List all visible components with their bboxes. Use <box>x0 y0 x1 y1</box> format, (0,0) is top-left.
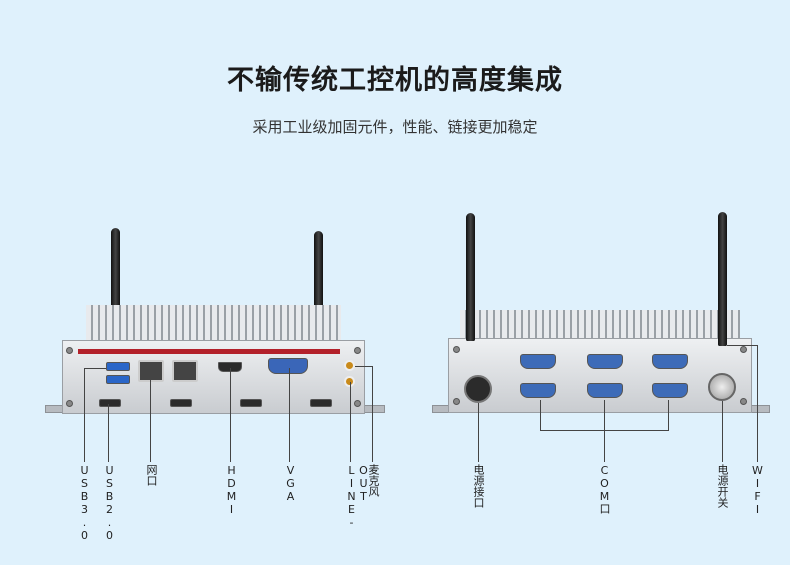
label-vga: VGA <box>284 464 297 503</box>
power-connector <box>464 375 492 403</box>
ethernet-port <box>138 360 164 382</box>
antenna-icon <box>111 228 120 308</box>
label-line-out: LINE-OUT <box>345 464 370 529</box>
heatsink-fins <box>460 310 740 340</box>
label-microphone: 麦克风 <box>367 464 380 497</box>
power-switch <box>708 373 736 401</box>
com-port <box>652 354 688 369</box>
usb2-port <box>240 399 262 407</box>
page-title: 不输传统工控机的高度集成 <box>227 65 563 96</box>
antenna-icon <box>718 212 727 346</box>
label-com: COM口 <box>598 464 611 514</box>
line-out-jack <box>344 376 355 387</box>
label-power-connector: 电源接口 <box>472 464 485 508</box>
antenna-icon <box>466 213 475 341</box>
com-port <box>520 354 556 369</box>
vga-port <box>268 358 308 374</box>
label-hdmi: HDMI <box>225 464 238 516</box>
label-wifi: WIFI <box>751 464 764 516</box>
page-subtitle: 采用工业级加固元件，性能、链接更加稳定 <box>252 118 538 136</box>
antenna-icon <box>314 231 323 308</box>
mic-jack <box>344 360 355 371</box>
com-port <box>520 383 556 398</box>
usb2-port <box>99 399 121 407</box>
red-stripe <box>78 349 340 354</box>
label-power-switch: 电源开关 <box>716 464 729 508</box>
ethernet-port <box>172 360 198 382</box>
usb3-port <box>106 375 130 384</box>
com-port <box>587 383 623 398</box>
label-ethernet: 网口 <box>145 464 158 486</box>
heatsink-fins <box>86 305 341 341</box>
usb2-port <box>310 399 332 407</box>
device-rear-panel <box>448 338 752 413</box>
usb3-port <box>106 362 130 371</box>
usb2-port <box>170 399 192 407</box>
label-usb3: USB3.0 <box>78 464 91 542</box>
com-port <box>587 354 623 369</box>
label-usb2: USB2.0 <box>103 464 116 542</box>
com-port <box>652 383 688 398</box>
